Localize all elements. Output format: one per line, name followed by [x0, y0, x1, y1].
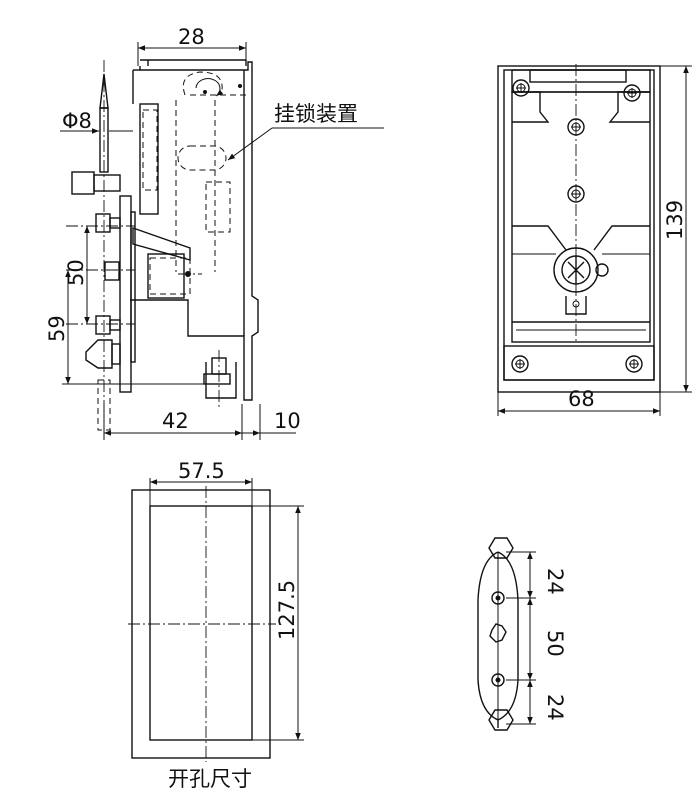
- dim-flange: 10: [274, 409, 301, 433]
- dim-cutout-height: 127.5: [275, 580, 299, 640]
- screw-icon: [512, 79, 530, 97]
- side-view: 28 Φ8: [45, 25, 384, 440]
- lock-cylinder-icon: [553, 247, 609, 315]
- dim-side-top-width: 28: [178, 25, 205, 49]
- dim-bracket-bottom: 24: [543, 694, 567, 721]
- hex-nut-icon: [488, 709, 514, 731]
- dim-pin-diameter: Φ8: [62, 109, 92, 133]
- dim-cutout-width: 57.5: [178, 459, 225, 483]
- bracket-view: 24 50 24: [477, 537, 567, 731]
- label-cutout-size: 开孔尺寸: [168, 767, 252, 791]
- hex-nut-icon: [488, 537, 514, 559]
- dim-front-width: 68: [568, 387, 595, 411]
- front-view: 139 68: [497, 64, 692, 416]
- dim-bracket-top: 24: [543, 568, 567, 595]
- screw-icon: [625, 355, 643, 373]
- screw-icon: [511, 355, 529, 373]
- screw-icon: [623, 84, 641, 102]
- dim-bracket-mid: 50: [543, 630, 567, 657]
- label-lock-device: 挂锁装置: [274, 102, 358, 126]
- dim-front-height: 139: [663, 200, 687, 240]
- cutout-view: 57.5 127.5 开孔尺寸: [128, 459, 304, 791]
- dim-bottom-offset: 59: [45, 315, 69, 342]
- dim-base-depth: 42: [162, 409, 189, 433]
